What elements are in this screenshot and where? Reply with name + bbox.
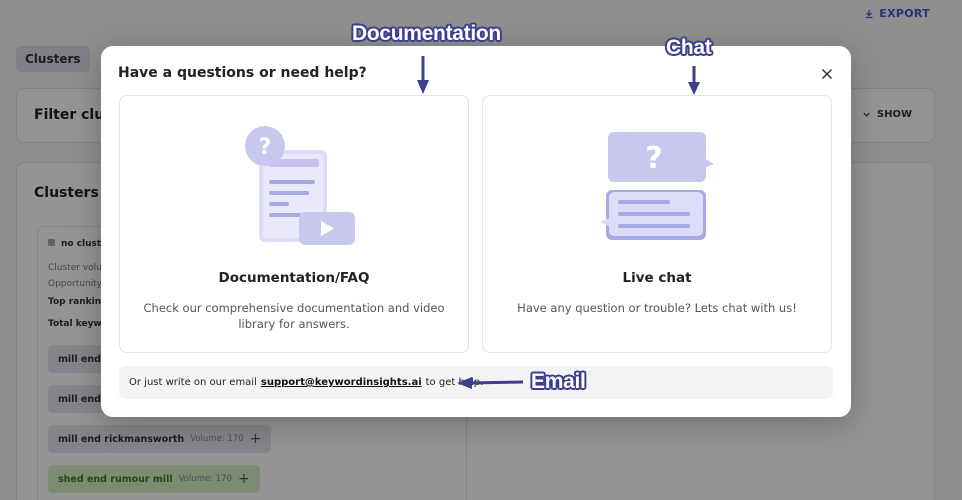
chat-annotation: Chat [666,36,712,59]
filter-title: Filter clus [34,107,113,123]
close-icon [821,68,833,80]
live-chat-title: Live chat [622,270,692,286]
keyword-label: mill end rickmansworth [58,433,185,445]
total-keywords: Total keyw [48,319,102,329]
export-button[interactable]: EXPORT [864,7,930,20]
chevron-down-icon [863,112,870,117]
email-suffix: to get help. [425,377,484,388]
documentation-title: Documentation/FAQ [218,270,370,286]
show-filters-button[interactable]: SHOW [862,109,912,120]
email-prefix: Or just write on our email [129,377,257,388]
download-icon [865,9,873,18]
clusters-title: Clusters [34,185,99,201]
plus-icon[interactable]: + [249,431,262,447]
chat-illustration-icon: ? [600,132,714,240]
live-chat-option[interactable]: ? Live chat Have any question or trouble… [482,95,832,353]
opportunity: Opportunity [48,279,103,289]
keyword-volume: Volume: 170 [190,434,244,444]
view-tabs: Clusters H [16,46,123,72]
email-contact-bar: Or just write on our email support@keywo… [119,366,833,399]
documentation-description: Check our comprehensive documentation an… [143,301,445,331]
cluster-header: no cluste [48,239,107,249]
cluster-header-label: no cluste [61,239,108,249]
keyword-label: shed end rumour mill [58,473,173,485]
svg-text:?: ? [645,141,662,176]
documentation-annotation: Documentation [352,22,501,45]
support-email-link[interactable]: support@keywordinsights.ai [260,377,422,388]
tab-clusters[interactable]: Clusters [16,46,90,72]
keyword-chip[interactable]: mill end rickmansworth Volume: 170 + [48,425,272,453]
export-label: EXPORT [879,7,930,20]
live-chat-description: Have any question or trouble? Lets chat … [517,301,797,315]
plus-icon[interactable]: + [238,471,250,487]
show-label: SHOW [876,109,912,120]
documentation-option[interactable]: ? Documentation/FAQ Check our comprehens… [119,95,469,353]
top-ranking: Top rankin [48,297,102,307]
keyword-chip[interactable]: shed end rumour mill Volume: 170 + [48,465,260,493]
keyword-label: mill end r [58,353,109,365]
help-modal: Have a questions or need help? ? Documen… [101,46,851,417]
email-annotation: Email [531,370,586,393]
keyword-volume: Volume: 170 [178,474,232,484]
svg-text:?: ? [259,135,272,160]
modal-title: Have a questions or need help? [118,65,367,81]
documentation-illustration-icon: ? [245,126,355,245]
close-button[interactable] [819,66,835,82]
cluster-color-dot [48,239,55,246]
keyword-label: mill end c [58,393,110,405]
cluster-volume: Cluster volu [48,263,102,273]
